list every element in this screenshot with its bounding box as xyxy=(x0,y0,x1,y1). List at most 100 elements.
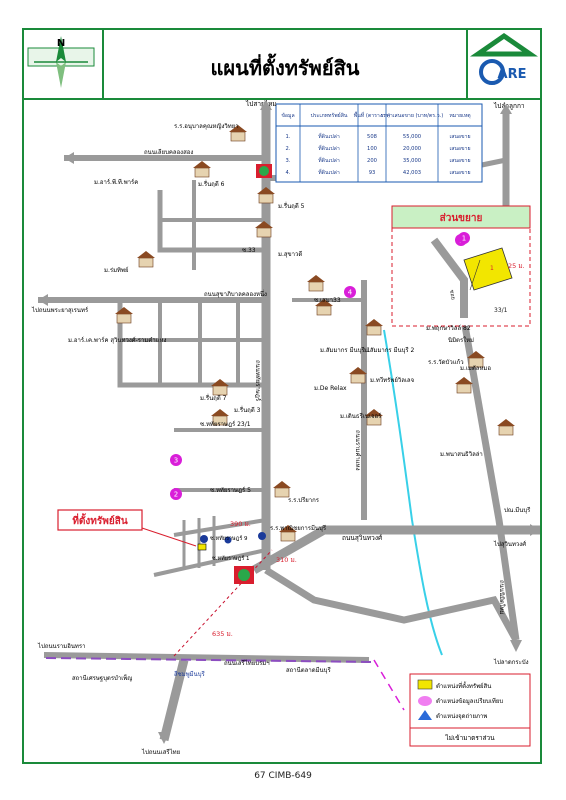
map-label-roads-nimitmai: ถนนนิมิตใหม่ xyxy=(498,580,506,615)
table-cell: 1. xyxy=(286,134,291,140)
legend-comparable-swatch xyxy=(418,696,432,706)
house-icon xyxy=(257,187,275,204)
map-label-roads-to-seri-thai: ไปถนนเสรีไทย xyxy=(141,748,180,756)
map-label-places-station-suwin: สถานีเศรษฐบุตรบำเพ็ญ xyxy=(72,673,132,682)
table-cell: เสนอขาย xyxy=(449,170,470,176)
place-icons xyxy=(115,125,515,542)
house-icon xyxy=(115,307,133,324)
table-cell: เสนอขาย xyxy=(449,146,470,152)
inset-panel: ส่วนขยาย 1 1 25 ม. 33/1 ซอย xyxy=(391,205,531,327)
legend-photo-swatch xyxy=(418,710,432,720)
map-label-places-minburi-hospital: ร.ร.พาณิชยการมีนบุรี xyxy=(270,524,327,532)
house-icon xyxy=(365,319,383,336)
house-icon xyxy=(497,419,515,436)
photo-markers xyxy=(200,532,266,543)
logo-cell: ARE xyxy=(466,28,542,100)
map-label-places-line-name: สีชมพูมีนบุรี xyxy=(174,670,206,678)
legend-comparable: ตำแหน่งข้อมูลเปรียบเทียบ xyxy=(436,697,503,705)
table-header: ข้อมูล xyxy=(281,112,294,119)
map-label-roads-ramkhamhaeng: ถนนรามคำแหง xyxy=(354,430,361,471)
map-label-places-po-minburi: ปณ.มีนบุรี xyxy=(504,506,531,514)
map-label-places-school-pree: ร.ร.ปรียากร xyxy=(288,496,320,504)
property-label: ที่ตั้งทรัพย์สิน xyxy=(72,513,127,527)
map-label-places-tienthong: ม.เดินธรีเนเจอร์ xyxy=(340,412,382,420)
house-icon xyxy=(137,251,155,268)
table-cell: เสนอขาย xyxy=(449,158,470,164)
house-icon xyxy=(315,299,333,316)
house-icon xyxy=(273,481,291,498)
subject-property-icon xyxy=(197,536,232,551)
map-label-distances-d635: 635 ม. xyxy=(212,630,233,638)
house-icon xyxy=(211,409,229,426)
big-c-icon xyxy=(256,164,272,178)
house-icon xyxy=(365,409,383,426)
map-label-places-thawee: ม.ทวีทรัพย์วิลเลจ xyxy=(370,376,414,384)
map-label-places-hathai-23: ซ.หทัยราษฎร์ 23/1 xyxy=(200,420,251,428)
map-label-roads-to-saimai: ไปสายไหม xyxy=(245,100,277,108)
inset-soi: ซอย xyxy=(448,289,457,300)
map-label-places-de-relax: ม.De Relax xyxy=(314,385,347,392)
care-logo-icon: ARE xyxy=(469,32,539,85)
distance-line xyxy=(173,549,273,657)
table-header: พื้นที่ (ตารางวา) xyxy=(354,111,390,119)
map-label-places-station-minburi: สถานีตลาดมีนบุรี xyxy=(286,666,331,674)
map-label-places-school-anubal: ร.ร.อนุบาลคุณหญิงวิทยา xyxy=(174,123,239,130)
map-label-roads-to-lat-krabang: ไปลาดกระบัง xyxy=(493,658,529,666)
table-cell: 200 xyxy=(367,158,377,164)
compass-icon: N xyxy=(27,36,95,88)
svg-text:2: 2 xyxy=(174,491,178,499)
direction-arrows xyxy=(38,100,540,744)
map-label-roads-seri-thai-bottom: ถนนเสรีไทยบรมฯ xyxy=(224,659,270,667)
table-cell: 93 xyxy=(369,170,376,176)
house-icon xyxy=(307,275,325,292)
roads xyxy=(38,106,540,742)
map-label-roads-khlong-song: ถนนเลียบคลองสอง xyxy=(144,148,193,156)
house-icon xyxy=(229,125,247,142)
header-bar xyxy=(22,28,542,100)
map-label-roads-sukhaphiban2: ถนนสุขาภิบาลคลองหนึ่ง xyxy=(204,290,267,298)
table-cell: ที่ดินเปล่า xyxy=(318,157,340,164)
compass-letter: N xyxy=(57,38,65,49)
map-label-roads-suwinthawong: ถนนสุวินทวงศ์ xyxy=(342,534,383,542)
table-cell: ที่ดินเปล่า xyxy=(318,133,340,140)
map-label-places-rom-thip: ม.ร่มทิพย์ xyxy=(104,266,128,274)
table-header: หมายเหตุ xyxy=(449,113,470,119)
table-cell: 2. xyxy=(286,146,291,152)
compass-cell: N xyxy=(22,28,104,100)
house-icon xyxy=(467,351,485,368)
svg-text:3: 3 xyxy=(174,457,178,465)
svg-text:1: 1 xyxy=(462,235,466,243)
house-icon xyxy=(455,377,473,394)
map-label-places-soi-sema: ซ.เสมา33 xyxy=(314,297,341,304)
map-label-roads-to-lamlukka: ไปลำลูกกา xyxy=(493,102,525,110)
map-label-places-nimit-village: ม.พฤกษาวิลล์ 82 xyxy=(426,324,471,332)
table-cell: 42,003 xyxy=(403,170,421,176)
house-icon xyxy=(279,525,297,542)
comparable-marker: 4 xyxy=(344,286,356,298)
map-label-distances-d390: 390 ม. xyxy=(230,520,251,528)
table-cell: 508 xyxy=(367,134,377,140)
map-label-places-soi-hathai-a: ซ.หทัยราษฎร์ 9 xyxy=(210,535,248,542)
map-label-distances-d310: 310 ม. xyxy=(276,556,297,564)
legend-scale: ไม่เข้ามาตราส่วน xyxy=(444,734,495,742)
map-frame xyxy=(22,28,542,764)
map-label-places-soi-33: ซ.33 xyxy=(242,247,256,254)
rail-line-east xyxy=(373,659,405,711)
map-label-places-rin-7: ม.รื่นฤดี 7 xyxy=(200,394,227,402)
inset-title: ส่วนขยาย xyxy=(440,212,483,224)
map-label-roads-suwinthawong-right: ไปสุวินทวงศ์ xyxy=(493,540,526,548)
house-icon xyxy=(193,161,211,178)
comparable-markers: 1 2 3 4 xyxy=(170,232,470,500)
map-label-roads-hathairat: ถนนหทัยราษฎร์ xyxy=(254,360,262,402)
inset-lot: 33/1 xyxy=(494,307,508,314)
big-c-icon-south xyxy=(234,566,254,584)
table-cell: 100 xyxy=(367,146,377,152)
table-cell: 20,000 xyxy=(403,146,421,152)
table-cell: 35,000 xyxy=(403,158,421,164)
rail-line xyxy=(45,657,375,663)
map-label-places-hathai-5: ซ.หทัยราษฎร์ 5 xyxy=(210,486,251,494)
legend: ตำแหน่งที่ตั้งทรัพย์สิน ตำแหน่งข้อมูลเปร… xyxy=(409,673,531,747)
comparable-table: ข้อมูลประเภททรัพย์สินพื้นที่ (ตารางวา)รา… xyxy=(275,103,483,183)
dist-25: 25 ม. xyxy=(508,262,525,270)
map-label-places-rin-5: ม.รื่นฤดี 5 xyxy=(278,202,305,210)
